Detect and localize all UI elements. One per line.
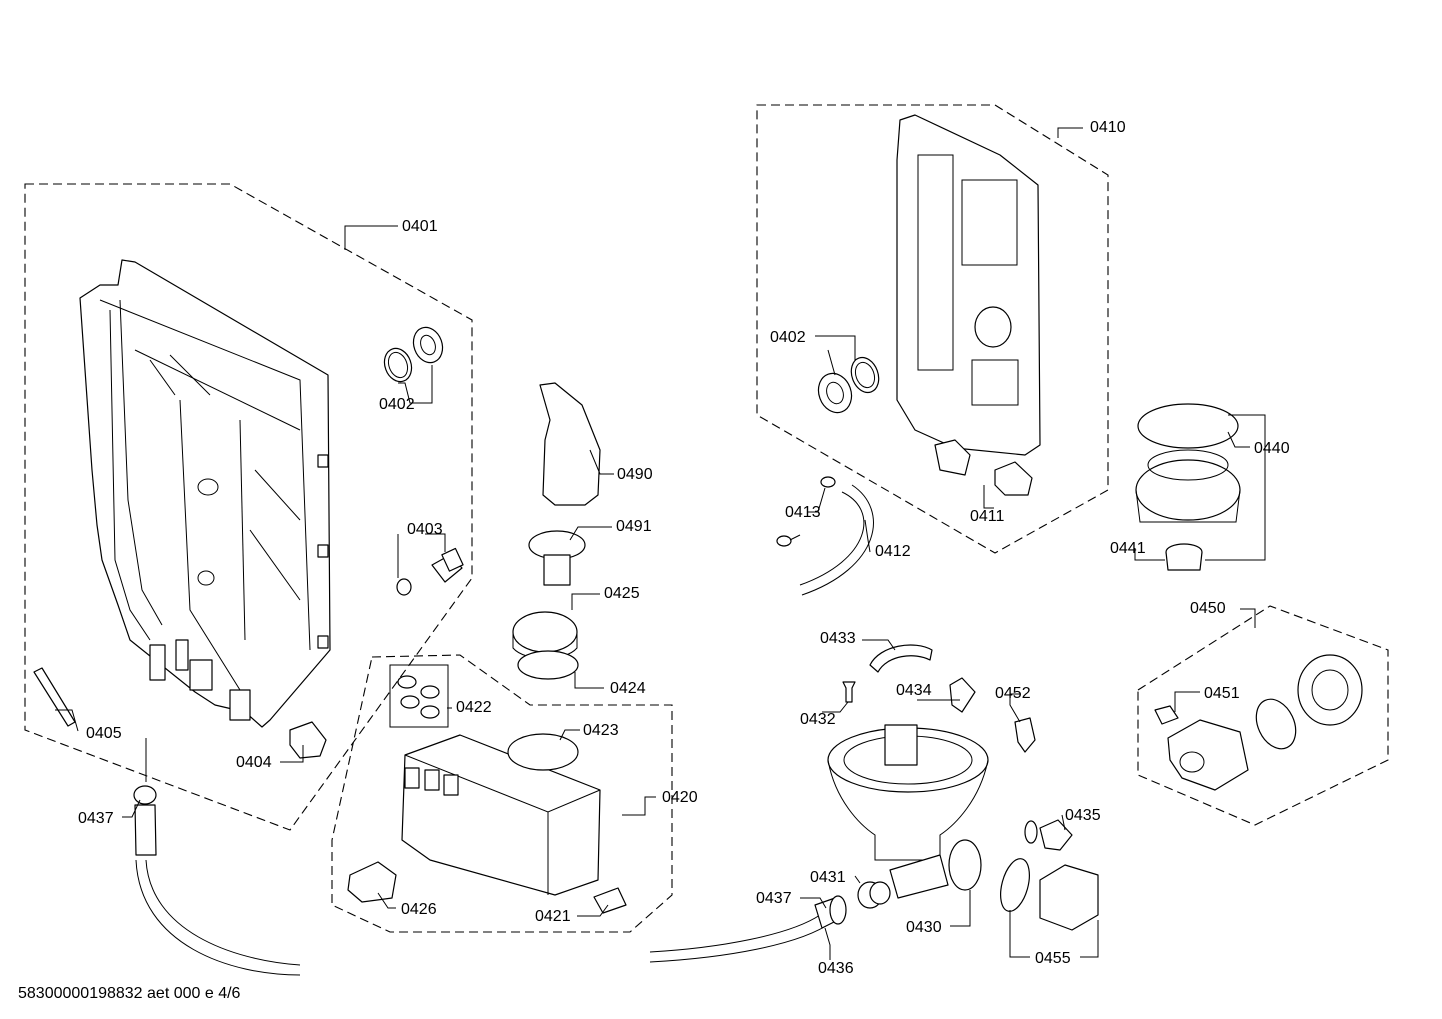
pump-motor-0455 bbox=[1000, 858, 1099, 931]
side-panel-0401 bbox=[79, 259, 331, 728]
water-softener-0420 bbox=[401, 734, 601, 896]
part-0434 bbox=[949, 677, 976, 713]
label-0405: 0405 bbox=[86, 725, 122, 742]
label-0401: 0401 bbox=[402, 218, 438, 235]
clip-0421 bbox=[593, 887, 627, 914]
label-0402-right: 0402 bbox=[770, 329, 806, 346]
label-0402-left: 0402 bbox=[379, 396, 415, 413]
label-0430: 0430 bbox=[906, 919, 942, 936]
label-0413: 0413 bbox=[785, 504, 821, 521]
label-0420: 0420 bbox=[662, 789, 698, 806]
part-labels: 0401 0402 0403 0404 0405 0437 0490 0491 … bbox=[78, 119, 1290, 977]
clip-0405 bbox=[33, 667, 76, 727]
label-0404: 0404 bbox=[236, 754, 272, 771]
label-0432: 0432 bbox=[800, 711, 836, 728]
seal-set-0422 bbox=[389, 664, 449, 728]
drain-hose-0437-left bbox=[133, 785, 301, 976]
screw-0432 bbox=[842, 681, 856, 703]
fitting-0431 bbox=[857, 881, 891, 909]
pump-0450 bbox=[1154, 654, 1363, 791]
assembly-outlines bbox=[24, 104, 1389, 933]
label-0412: 0412 bbox=[875, 543, 911, 560]
label-0441: 0441 bbox=[1110, 540, 1146, 557]
label-0451: 0451 bbox=[1204, 685, 1240, 702]
label-0421: 0421 bbox=[535, 908, 571, 925]
label-0423: 0423 bbox=[583, 722, 619, 739]
label-0455: 0455 bbox=[1035, 950, 1071, 967]
clip-0452 bbox=[1014, 717, 1036, 753]
group-outline-0401 bbox=[24, 183, 473, 831]
label-0410: 0410 bbox=[1090, 119, 1126, 136]
label-0431: 0431 bbox=[810, 869, 846, 886]
group-outline-0410 bbox=[756, 104, 1109, 554]
guard-0433 bbox=[869, 644, 933, 673]
label-0490: 0490 bbox=[617, 466, 653, 483]
label-0433: 0433 bbox=[820, 630, 856, 647]
label-0436: 0436 bbox=[818, 960, 854, 977]
ring-0423 bbox=[507, 733, 579, 771]
filler-cup-0491 bbox=[528, 530, 586, 586]
label-0411: 0411 bbox=[970, 508, 1005, 525]
connector-0403 bbox=[396, 547, 464, 596]
ring-0424 bbox=[517, 650, 579, 680]
drain-hose-0437-right bbox=[649, 895, 847, 963]
label-0434: 0434 bbox=[896, 682, 932, 699]
label-0491: 0491 bbox=[616, 518, 652, 535]
label-0403: 0403 bbox=[407, 521, 443, 538]
group-outline-0450 bbox=[1137, 605, 1389, 826]
valve-0404 bbox=[289, 721, 327, 759]
label-0424: 0424 bbox=[610, 680, 646, 697]
valve-0426 bbox=[347, 861, 397, 903]
label-0452: 0452 bbox=[995, 685, 1031, 702]
sensor-0411 bbox=[994, 461, 1033, 496]
sump-0430 bbox=[827, 724, 989, 899]
motor-part-0441 bbox=[1165, 543, 1203, 571]
seal-ring-0402-right bbox=[817, 356, 880, 414]
label-0450: 0450 bbox=[1190, 600, 1226, 617]
connector-0435 bbox=[1024, 819, 1073, 851]
heater-housing-0440 bbox=[1135, 403, 1241, 523]
leader-lines bbox=[55, 127, 1266, 960]
document-code: 58300000198832 aet 000 e 4/6 bbox=[18, 985, 241, 1002]
label-0422: 0422 bbox=[456, 699, 492, 716]
label-0437-right: 0437 bbox=[756, 890, 792, 907]
label-0425: 0425 bbox=[604, 585, 640, 602]
label-0435: 0435 bbox=[1065, 807, 1101, 824]
label-0437-left: 0437 bbox=[78, 810, 114, 827]
hose-0412 bbox=[776, 476, 874, 596]
label-0440: 0440 bbox=[1254, 440, 1290, 457]
side-panel-0410 bbox=[896, 114, 1041, 476]
label-0426: 0426 bbox=[401, 901, 437, 918]
group-outline-0420 bbox=[331, 654, 673, 933]
parts-artwork bbox=[33, 114, 1363, 976]
seal-ring-0402-left bbox=[383, 326, 444, 383]
funnel-0490 bbox=[539, 382, 601, 506]
